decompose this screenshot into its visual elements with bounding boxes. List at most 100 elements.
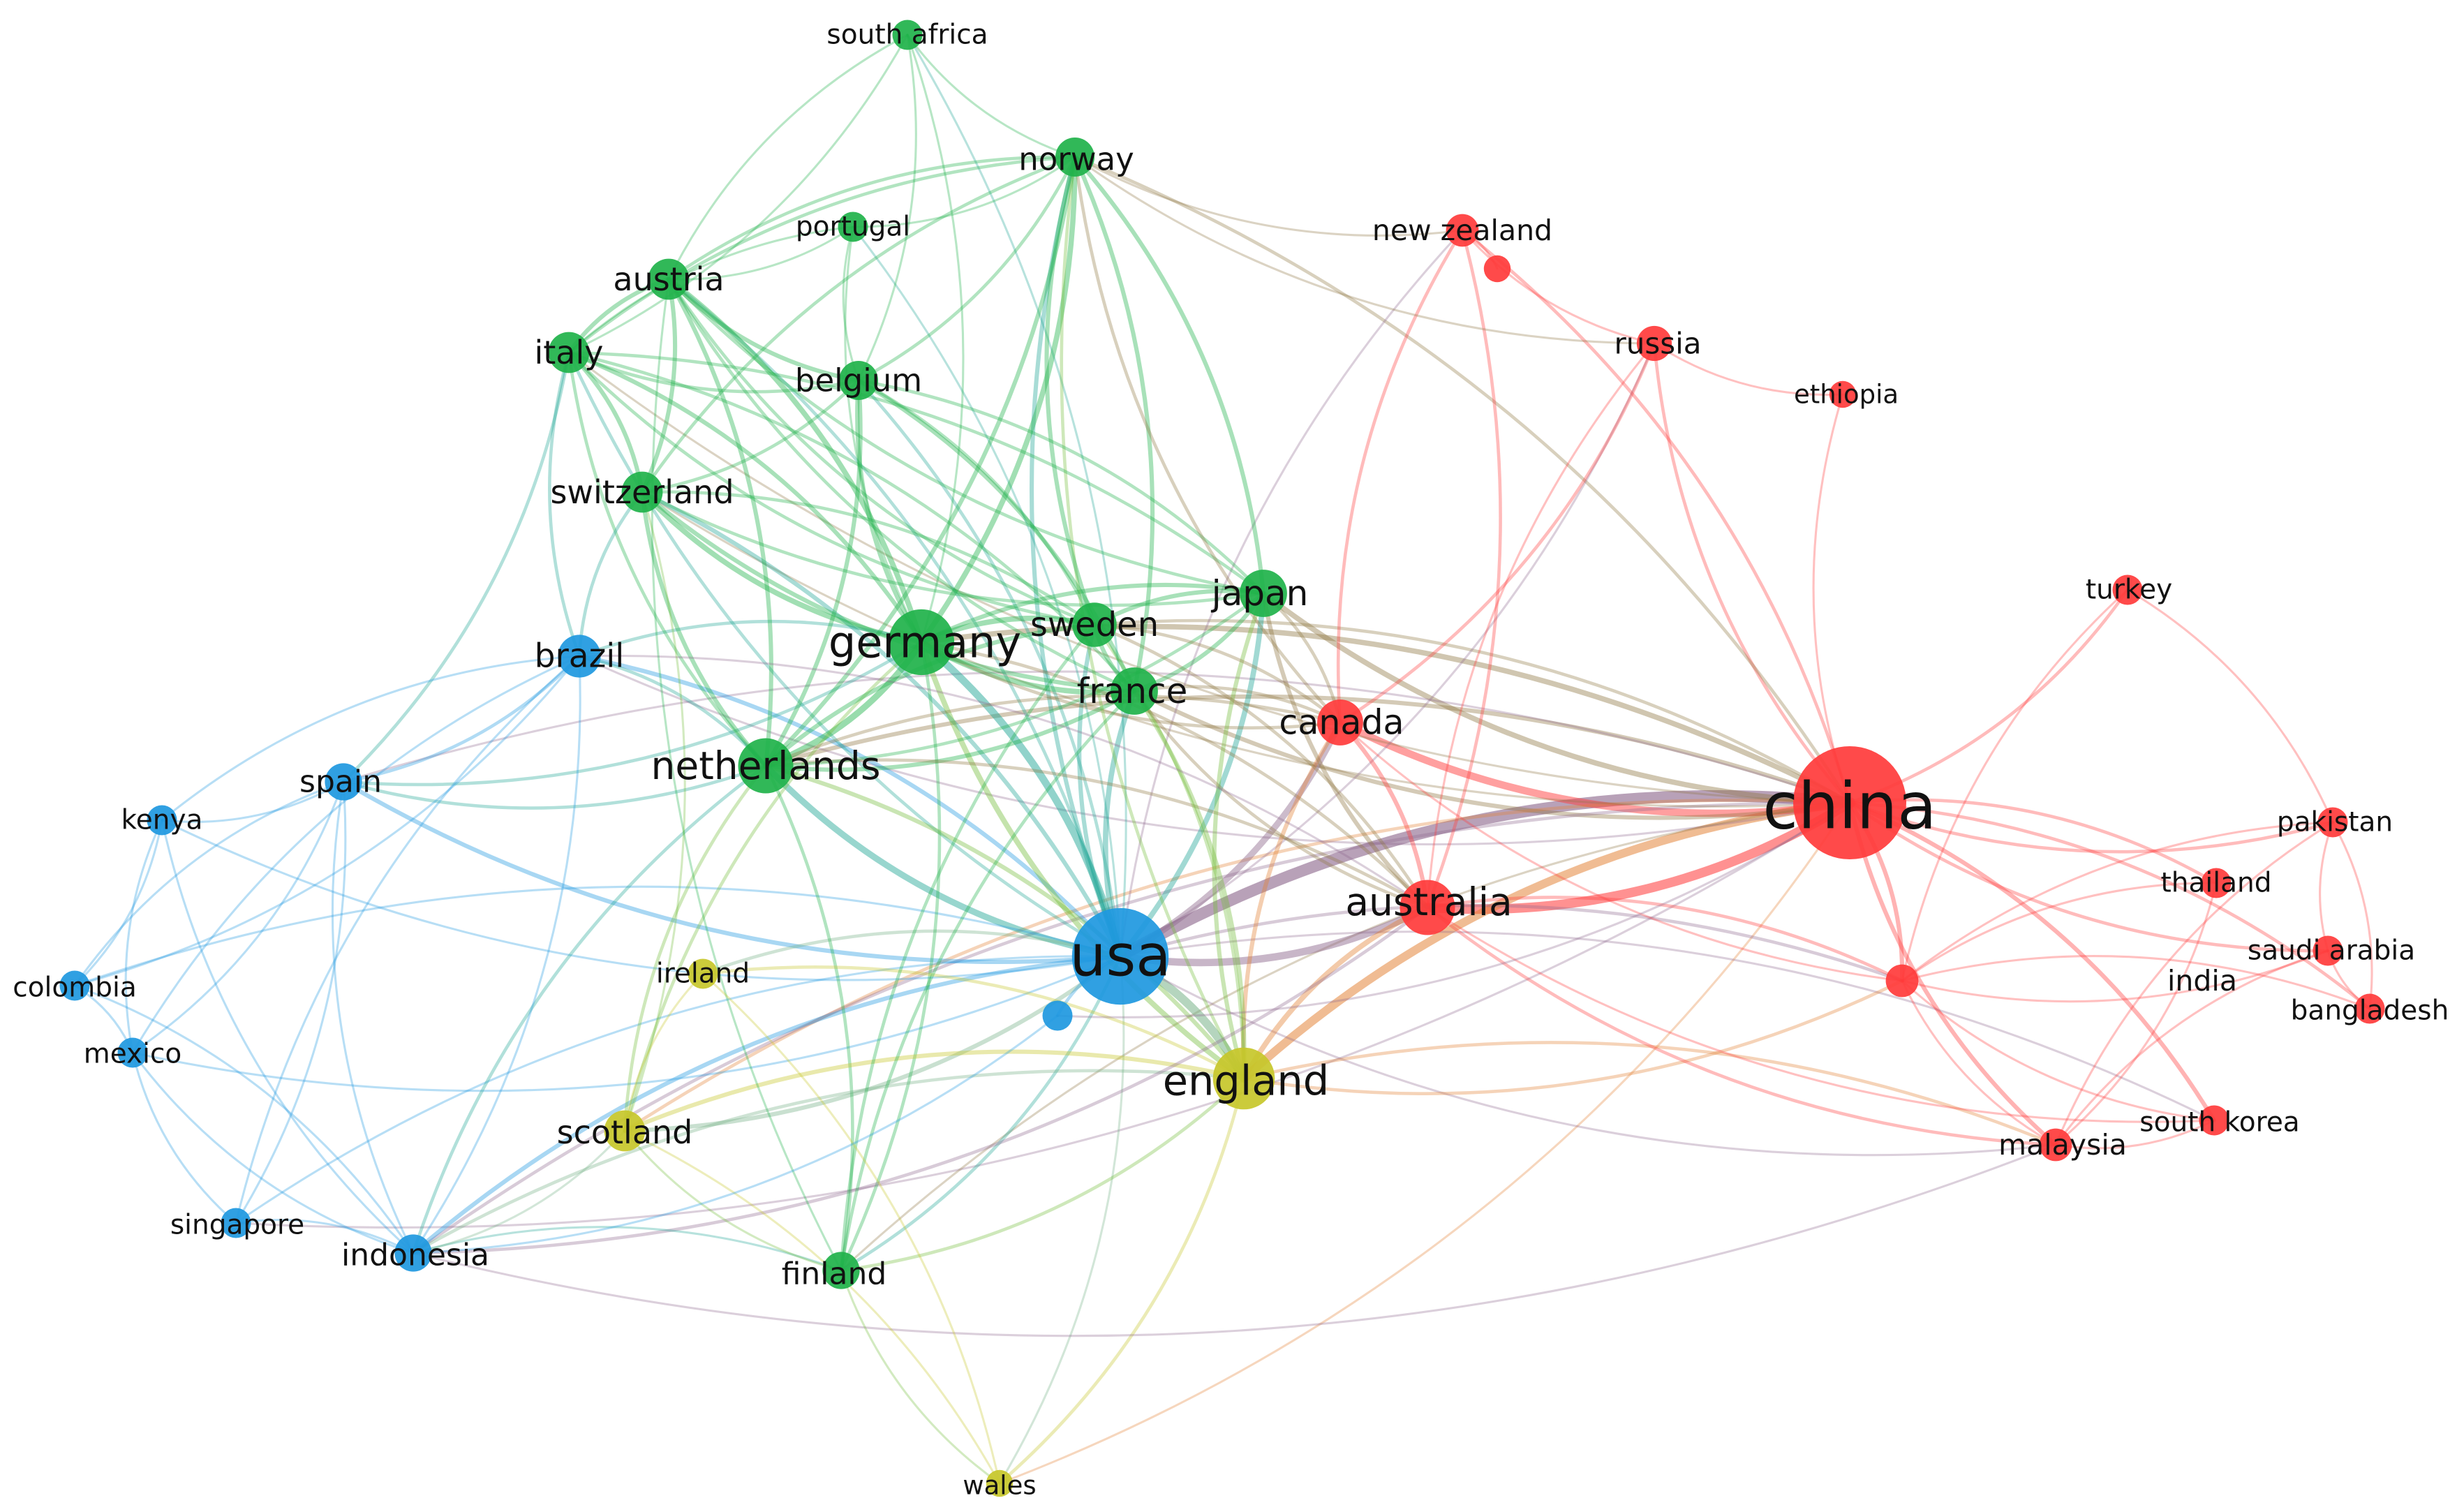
edge-canada-russia bbox=[1338, 341, 1656, 725]
edge-netherlands-italy bbox=[567, 350, 768, 768]
node-pakistan[interactable] bbox=[2317, 807, 2348, 838]
node-australia[interactable] bbox=[1400, 880, 1455, 935]
edge-china-ethiopia bbox=[1812, 393, 1851, 804]
node-thailand[interactable] bbox=[2201, 868, 2232, 898]
node-unlabeled-red[interactable] bbox=[1483, 255, 1511, 283]
edge-usa-scotland bbox=[622, 954, 1123, 1134]
node-wales[interactable] bbox=[986, 1469, 1014, 1497]
label-japan: japan bbox=[1211, 573, 1309, 614]
node-kenya[interactable] bbox=[147, 805, 177, 836]
node-canada[interactable] bbox=[1317, 699, 1363, 746]
edge-austria-belgium bbox=[666, 276, 861, 383]
node-france[interactable] bbox=[1111, 667, 1158, 715]
edge-pakistan-saudi_arabia bbox=[2319, 821, 2334, 952]
node-india[interactable] bbox=[1885, 964, 1919, 998]
node-switzerland[interactable] bbox=[621, 471, 663, 513]
edge-australia-new_zealand bbox=[1425, 228, 1502, 910]
edge-china-malaysia bbox=[1847, 800, 2058, 1148]
edge-switzerland-brazil bbox=[577, 490, 644, 658]
edge-china-italy bbox=[567, 351, 1851, 804]
edge-india-saudi_arabia bbox=[1901, 949, 2329, 1003]
node-south-korea[interactable] bbox=[2199, 1105, 2229, 1136]
node-brazil[interactable] bbox=[558, 635, 601, 678]
node-germany[interactable] bbox=[888, 609, 955, 676]
edge-india-south_korea bbox=[1901, 979, 2215, 1122]
node-south-africa[interactable] bbox=[892, 20, 923, 50]
node-singapore[interactable] bbox=[221, 1208, 251, 1238]
node-scotland[interactable] bbox=[604, 1110, 646, 1152]
edge-scotland-ireland bbox=[623, 972, 704, 1132]
edge-australia-sweden bbox=[1092, 623, 1430, 910]
node-austria[interactable] bbox=[648, 258, 690, 300]
label-singapore: singapore bbox=[170, 1210, 304, 1241]
node-malaysia[interactable] bbox=[2039, 1128, 2072, 1162]
node-finland[interactable] bbox=[822, 1252, 860, 1289]
label-layer: chinausagermanyenglandaustralianetherlan… bbox=[13, 20, 2449, 1501]
edge-brazil-mexico bbox=[131, 655, 581, 1054]
edge-germany-canada bbox=[919, 640, 1342, 730]
node-bangladesh[interactable] bbox=[2354, 993, 2385, 1024]
node-indonesia[interactable] bbox=[394, 1234, 432, 1272]
edge-brazil-singapore bbox=[235, 655, 581, 1224]
edge-japan-austria bbox=[667, 277, 1265, 595]
edge-kenya-mexico bbox=[124, 819, 163, 1054]
edge-spain-kenya bbox=[161, 780, 345, 823]
edge-turkey-pakistan bbox=[2126, 588, 2334, 824]
node-netherlands[interactable] bbox=[738, 738, 794, 794]
edge-usa-spain bbox=[341, 779, 1123, 964]
edge-norway-new_zealand bbox=[1074, 156, 1464, 237]
edge-china-canada bbox=[1336, 718, 1854, 817]
node-china[interactable] bbox=[1793, 746, 1906, 859]
edge-england-ireland bbox=[701, 965, 1246, 1081]
edge-australia-france bbox=[1132, 689, 1430, 910]
node-belgium[interactable] bbox=[839, 361, 878, 400]
edge-usa-mexico bbox=[131, 955, 1122, 1092]
edge-sweden-finland bbox=[839, 623, 1097, 1273]
label-norway: norway bbox=[1018, 141, 1134, 178]
edge-brazil-kenya bbox=[161, 655, 581, 822]
edge-italy-spain bbox=[341, 350, 571, 784]
node-colombia[interactable] bbox=[59, 970, 90, 1001]
label-canada: canada bbox=[1279, 703, 1404, 743]
node-norway[interactable] bbox=[1055, 138, 1094, 177]
edge-austria-portugal bbox=[667, 225, 854, 281]
edge-australia-japan bbox=[1261, 591, 1430, 910]
node-italy[interactable] bbox=[548, 332, 590, 373]
edge-usa-austria bbox=[667, 277, 1122, 958]
node-turkey[interactable] bbox=[2112, 575, 2143, 605]
node-japan[interactable] bbox=[1240, 570, 1287, 617]
node-sweden[interactable] bbox=[1072, 602, 1117, 647]
label-south-korea: south korea bbox=[2139, 1107, 2299, 1139]
edge-kenya-colombia bbox=[73, 819, 163, 987]
node-russia[interactable] bbox=[1636, 325, 1672, 362]
edge-china-usa bbox=[1114, 790, 1856, 963]
label-ethiopia: ethiopia bbox=[1794, 380, 1899, 410]
edge-australia-russia bbox=[1426, 342, 1656, 909]
edge-usa-ireland bbox=[701, 929, 1122, 976]
node-mexico[interactable] bbox=[117, 1037, 148, 1068]
node-england[interactable] bbox=[1212, 1047, 1275, 1110]
node-unlabeled-blue[interactable] bbox=[1042, 1000, 1073, 1031]
node-new-zealand[interactable] bbox=[1446, 214, 1479, 247]
node-ireland[interactable] bbox=[688, 958, 718, 989]
label-ireland: ireland bbox=[656, 958, 750, 990]
edge-china-france bbox=[1131, 688, 1853, 820]
edge-usa-india bbox=[1118, 903, 1904, 983]
node-usa[interactable] bbox=[1071, 907, 1169, 1005]
edge-germany-brazil bbox=[577, 619, 923, 658]
node-ethiopia[interactable] bbox=[1829, 380, 1857, 408]
label-indonesia: indonesia bbox=[341, 1238, 489, 1273]
edge-usa-brazil bbox=[577, 653, 1123, 959]
label-finland: finland bbox=[782, 1257, 887, 1292]
label-south-africa: south africa bbox=[826, 20, 988, 51]
label-saudi-arabia: saudi arabia bbox=[2248, 935, 2415, 967]
edge-usa-colombia bbox=[73, 885, 1122, 987]
edge-usa-switzerland bbox=[639, 489, 1123, 959]
label-bangladesh: bangladesh bbox=[2291, 995, 2449, 1027]
node-saudi-arabia[interactable] bbox=[2313, 935, 2343, 966]
label-spain: spain bbox=[299, 764, 382, 800]
node-spain[interactable] bbox=[325, 763, 362, 801]
edge-england-japan bbox=[1212, 591, 1266, 1081]
node-portugal[interactable] bbox=[838, 212, 868, 242]
edge-indonesia-singapore bbox=[235, 1218, 415, 1254]
